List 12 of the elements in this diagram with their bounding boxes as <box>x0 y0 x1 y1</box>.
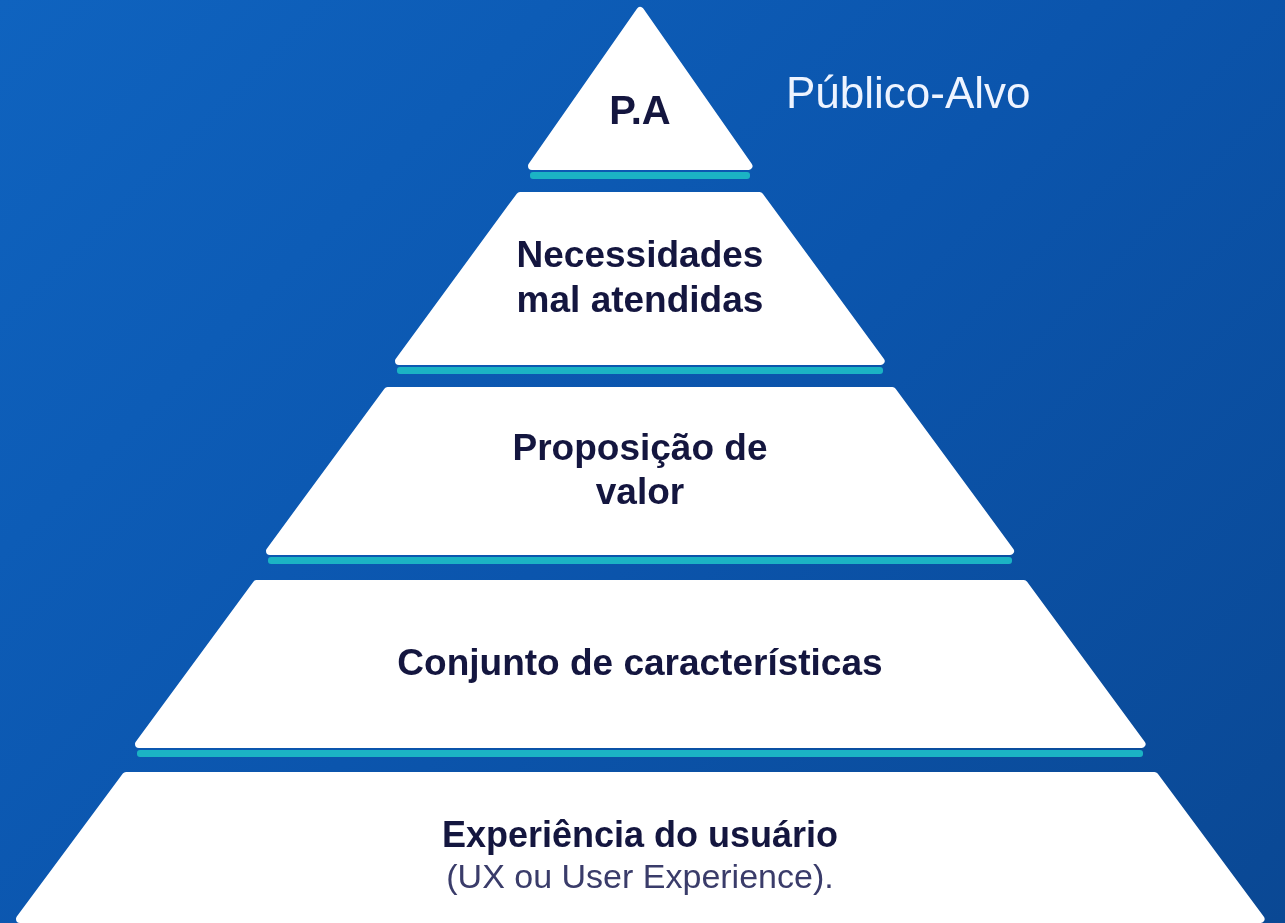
tier-label: Necessidades mal atendidas <box>515 233 765 322</box>
pyramid-tier <box>134 578 1146 748</box>
tier-label: Experiência do usuário <box>441 813 839 857</box>
side-label: Público-Alvo <box>786 68 1031 118</box>
pyramid-tier <box>266 385 1014 555</box>
pyramid-tier <box>395 190 885 365</box>
pyramid-top-tier <box>527 5 753 170</box>
tier-label: Proposição de valor <box>511 425 769 514</box>
pyramid-tier <box>15 770 1265 923</box>
tier-subtitle: (UX ou User Experience). <box>446 856 834 897</box>
tier-label: Conjunto de características <box>397 640 883 685</box>
tier-label: P.A <box>609 87 671 134</box>
